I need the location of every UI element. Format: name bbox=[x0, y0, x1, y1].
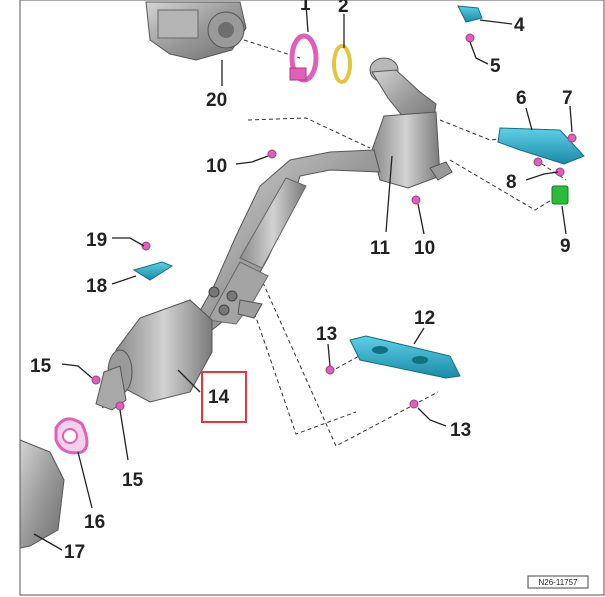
screw-part bbox=[267, 149, 277, 159]
callout-15: 15 bbox=[122, 470, 144, 491]
leader-lines bbox=[33, 3, 573, 551]
turbocharger bbox=[145, 1, 247, 61]
muffler-part bbox=[19, 439, 65, 549]
reference-code: N26-11757 bbox=[539, 578, 579, 587]
connector-part bbox=[551, 185, 569, 205]
callout-18: 18 bbox=[86, 276, 107, 297]
callout-8: 8 bbox=[506, 172, 517, 193]
particulate-filter bbox=[95, 299, 213, 411]
callout-10: 10 bbox=[206, 156, 227, 177]
callout-6: 6 bbox=[516, 88, 527, 109]
screw-part bbox=[411, 195, 421, 205]
callout-10: 10 bbox=[414, 238, 435, 259]
screw-part bbox=[409, 399, 419, 409]
clamp-part bbox=[289, 33, 319, 83]
callout-11: 11 bbox=[370, 238, 391, 259]
callout-12: 12 bbox=[414, 308, 435, 329]
callout-9: 9 bbox=[560, 236, 571, 257]
highlight-box bbox=[201, 371, 247, 423]
sealing-ring bbox=[332, 44, 352, 84]
callout-5: 5 bbox=[490, 56, 501, 77]
stud-part bbox=[91, 375, 125, 411]
callout-4: 4 bbox=[514, 15, 525, 36]
bracket-part bbox=[457, 5, 483, 43]
screw-part bbox=[533, 157, 543, 167]
callout-2: 2 bbox=[338, 0, 349, 17]
callout-7: 7 bbox=[562, 88, 573, 109]
callout-13: 13 bbox=[316, 324, 337, 345]
screw-part bbox=[325, 365, 335, 375]
heat-shield-upper bbox=[497, 127, 585, 165]
diagram-frame bbox=[19, 0, 605, 596]
callout-13: 13 bbox=[450, 420, 471, 441]
front-converter bbox=[369, 57, 453, 189]
gasket-part bbox=[54, 417, 89, 455]
exhaust-pipe bbox=[195, 149, 381, 331]
callout-1: 1 bbox=[300, 0, 311, 15]
callout-16: 16 bbox=[84, 512, 105, 533]
screw-part bbox=[567, 133, 577, 143]
bracket-part bbox=[132, 261, 174, 281]
screw-part bbox=[141, 241, 151, 251]
callout-17: 17 bbox=[64, 542, 85, 563]
heat-shield-lower bbox=[349, 335, 461, 379]
callout-14: 14 bbox=[208, 387, 230, 408]
callout-15: 15 bbox=[30, 356, 52, 377]
callout-20: 20 bbox=[206, 90, 227, 111]
reference-code-box bbox=[527, 575, 589, 589]
callout-19: 19 bbox=[86, 230, 107, 251]
